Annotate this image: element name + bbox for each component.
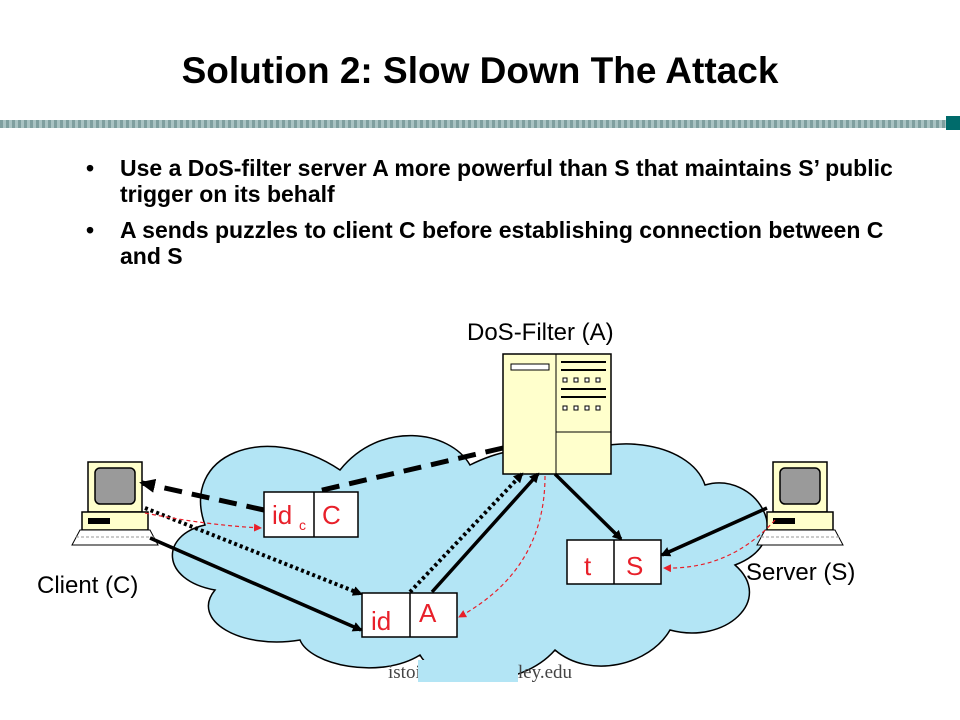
- client-computer-icon: [71, 461, 159, 546]
- arrow-client-to-public-trigger: [149, 536, 363, 632]
- red-dashed-server-to-server-trigger: [663, 519, 776, 573]
- server-computer-icon: [756, 461, 844, 546]
- trigger-client-id-subscript: c: [299, 517, 306, 533]
- trigger-client: id c C: [263, 491, 359, 538]
- arrow-server-to-server-trigger: [660, 506, 768, 557]
- arrow-public-trigger-to-filter: [430, 472, 540, 594]
- trigger-server-id: t: [584, 551, 592, 581]
- trigger-public: id A: [361, 592, 458, 638]
- title-rule-end-square: [946, 116, 960, 130]
- bullet-text: Use a DoS-filter server A more powerful …: [120, 155, 893, 207]
- slide-title: Solution 2: Slow Down The Attack: [181, 50, 779, 91]
- dashed-line-filter-to-client-trigger: [313, 445, 504, 495]
- arrow-filter-to-server-trigger: [553, 472, 623, 541]
- trigger-public-id: id: [371, 606, 391, 636]
- trigger-client-target: C: [322, 500, 341, 530]
- bullet-text: A sends puzzles to client C before estab…: [120, 217, 884, 269]
- red-dashed-client-to-client-trigger: [144, 512, 262, 532]
- trigger-server: t S: [566, 539, 662, 585]
- trigger-client-id: id: [272, 500, 292, 530]
- trigger-server-target: S: [626, 551, 643, 581]
- bullet-marker: •: [86, 155, 95, 181]
- bullet-marker: •: [86, 217, 95, 243]
- filter-label: DoS-Filter (A): [467, 319, 614, 346]
- bullet-item: • Use a DoS-filter server A more powerful…: [80, 155, 910, 207]
- footer-occluder: [418, 660, 518, 682]
- red-dashed-filter-to-public-trigger: [458, 475, 546, 618]
- bullet-list: • Use a DoS-filter server A more powerful…: [80, 155, 910, 279]
- trigger-public-target: A: [419, 598, 437, 628]
- title-rule: [0, 120, 946, 128]
- bullet-item: • A sends puzzles to client C before esta…: [80, 217, 910, 269]
- server-label: Server (S): [746, 559, 855, 586]
- server-tower-icon: [502, 353, 612, 475]
- client-label: Client (C): [37, 572, 138, 599]
- dotted-arrow-client-to-public-trigger: [144, 506, 363, 596]
- network-cloud: [171, 434, 768, 682]
- dashed-arrow-client-trigger-to-client: [139, 478, 265, 513]
